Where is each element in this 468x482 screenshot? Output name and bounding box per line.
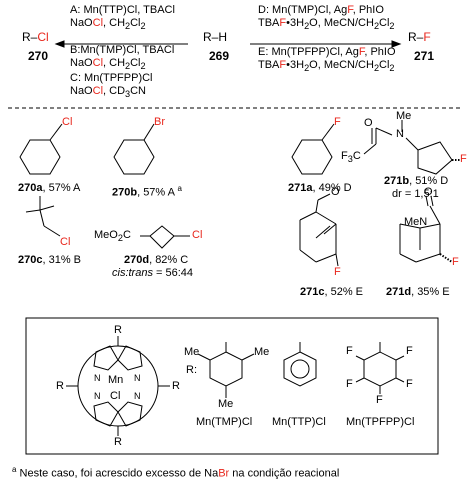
group-270d: MeO2C [94, 229, 131, 244]
atom-271b-cf3: F3C [341, 150, 361, 165]
caption-270d: 270d, 82% C [124, 254, 189, 266]
arrow-head-left [54, 40, 65, 48]
condition-e-line2: TBAF•3H2O, MeCN/CH2Cl2 [258, 59, 395, 74]
condition-d-line1: D: Mn(TMP)Cl, AgF, PhIO [258, 4, 384, 16]
caption-271c: 271c, 52% E [300, 286, 364, 298]
reactant-number: 269 [209, 49, 230, 63]
structure-ttp-aryl [283, 342, 317, 387]
structure-271b [363, 120, 460, 175]
reactant-formula: R–H [203, 30, 228, 44]
note-271b: dr = 1,5:1 [392, 188, 439, 200]
label-mn-ttp-cl: Mn(TTP)Cl [272, 416, 326, 428]
arrow-head-right [391, 40, 402, 48]
structure-270a [19, 123, 63, 175]
tpfpp-f3: F [346, 378, 353, 390]
porphyrin-r-bottom: R [114, 436, 122, 448]
caption-271b: 271b, 51% D [384, 175, 449, 187]
caption-270a: 270a, 57% A [18, 182, 81, 194]
note-270d: cis:trans = 56:44 [112, 267, 194, 279]
atom-271c-f: F [334, 266, 341, 278]
structure-270d [140, 225, 190, 249]
atom-271d-f: F [452, 256, 459, 268]
tpfpp-f5: F [376, 394, 383, 406]
tmp-me-left: Me [184, 346, 200, 358]
atom-271d-me: MeN [404, 216, 428, 228]
atom-271c-o: O [331, 186, 340, 198]
label-mn-tpfpp-cl: Mn(TPFPP)Cl [346, 416, 415, 428]
tpfpp-f1: F [346, 345, 353, 357]
tpfpp-f2: F [406, 345, 413, 357]
chloride-formula: R–Cl [22, 30, 49, 44]
fluoride-formula: R–F [408, 30, 431, 44]
tpfpp-f4: F [406, 378, 413, 390]
condition-d-line2: TBAF•3H2O, MeCN/CH2Cl2 [258, 17, 395, 32]
porphyrin-r-top: R [114, 324, 122, 336]
structure-270b [113, 123, 155, 175]
structure-porphyrin [66, 336, 170, 436]
atom-270b: Br [154, 116, 165, 128]
condition-b-line1: B:Mn(TMP)Cl, TBACl [70, 44, 175, 56]
caption-271d: 271d, 35% E [386, 286, 450, 298]
caption-271a: 271a, 49% D [288, 182, 352, 194]
condition-c-line2: NaOCl, CD3CN [70, 85, 146, 100]
structure-tpfpp-aryl [355, 342, 405, 394]
atom-271b-n: N [396, 128, 404, 140]
caption-270b: 270b, 57% A a [112, 184, 182, 199]
condition-e-line1: E: Mn(TPFPP)Cl, AgF, PhIO [258, 46, 396, 58]
porphyrin-n3: N [94, 391, 101, 401]
tmp-me-bottom: Me [218, 398, 234, 410]
structure-271c [299, 193, 339, 267]
chloride-number: 270 [28, 49, 49, 63]
structure-271a [291, 123, 335, 175]
porphyrin-cl: Cl [110, 390, 121, 402]
structure-271d [399, 195, 453, 263]
tmp-me-right: Me [254, 346, 270, 358]
porphyrin-r-right: R [172, 380, 180, 392]
porphyrin-n4: N [134, 391, 141, 401]
atom-270d: Cl [192, 229, 203, 241]
condition-a-line2: NaOCl, CH2Cl2 [70, 17, 146, 32]
structure-270c [25, 196, 61, 237]
catalyst-box [25, 317, 439, 455]
atom-270c: Cl [60, 236, 71, 248]
r-definition-label: R: [186, 364, 197, 376]
atom-271b-o: O [364, 117, 373, 129]
condition-b-line2: NaOCl, CH2Cl2 [70, 57, 146, 72]
structure-tmp-aryl [197, 342, 255, 398]
porphyrin-n1: N [94, 373, 101, 383]
footnote: a Neste caso, foi acrescido excesso de N… [12, 465, 340, 480]
atom-271b-f: F [460, 153, 467, 165]
porphyrin-r-left: R [56, 380, 64, 392]
atom-270a: Cl [62, 116, 73, 128]
label-mn-tmp-cl: Mn(TMP)Cl [196, 416, 253, 428]
atom-271b-me: Me [396, 110, 412, 122]
atom-271d-o: O [424, 186, 433, 198]
condition-a-line1: A: Mn(TTP)Cl, TBACl [70, 4, 175, 16]
porphyrin-n2: N [134, 373, 141, 383]
caption-270c: 270c, 31% B [18, 254, 82, 266]
atom-271a: F [334, 116, 341, 128]
condition-c-line1: C: Mn(TPFPP)Cl [70, 72, 153, 84]
porphyrin-mn: Mn [108, 374, 124, 386]
fluoride-number: 271 [414, 49, 435, 63]
